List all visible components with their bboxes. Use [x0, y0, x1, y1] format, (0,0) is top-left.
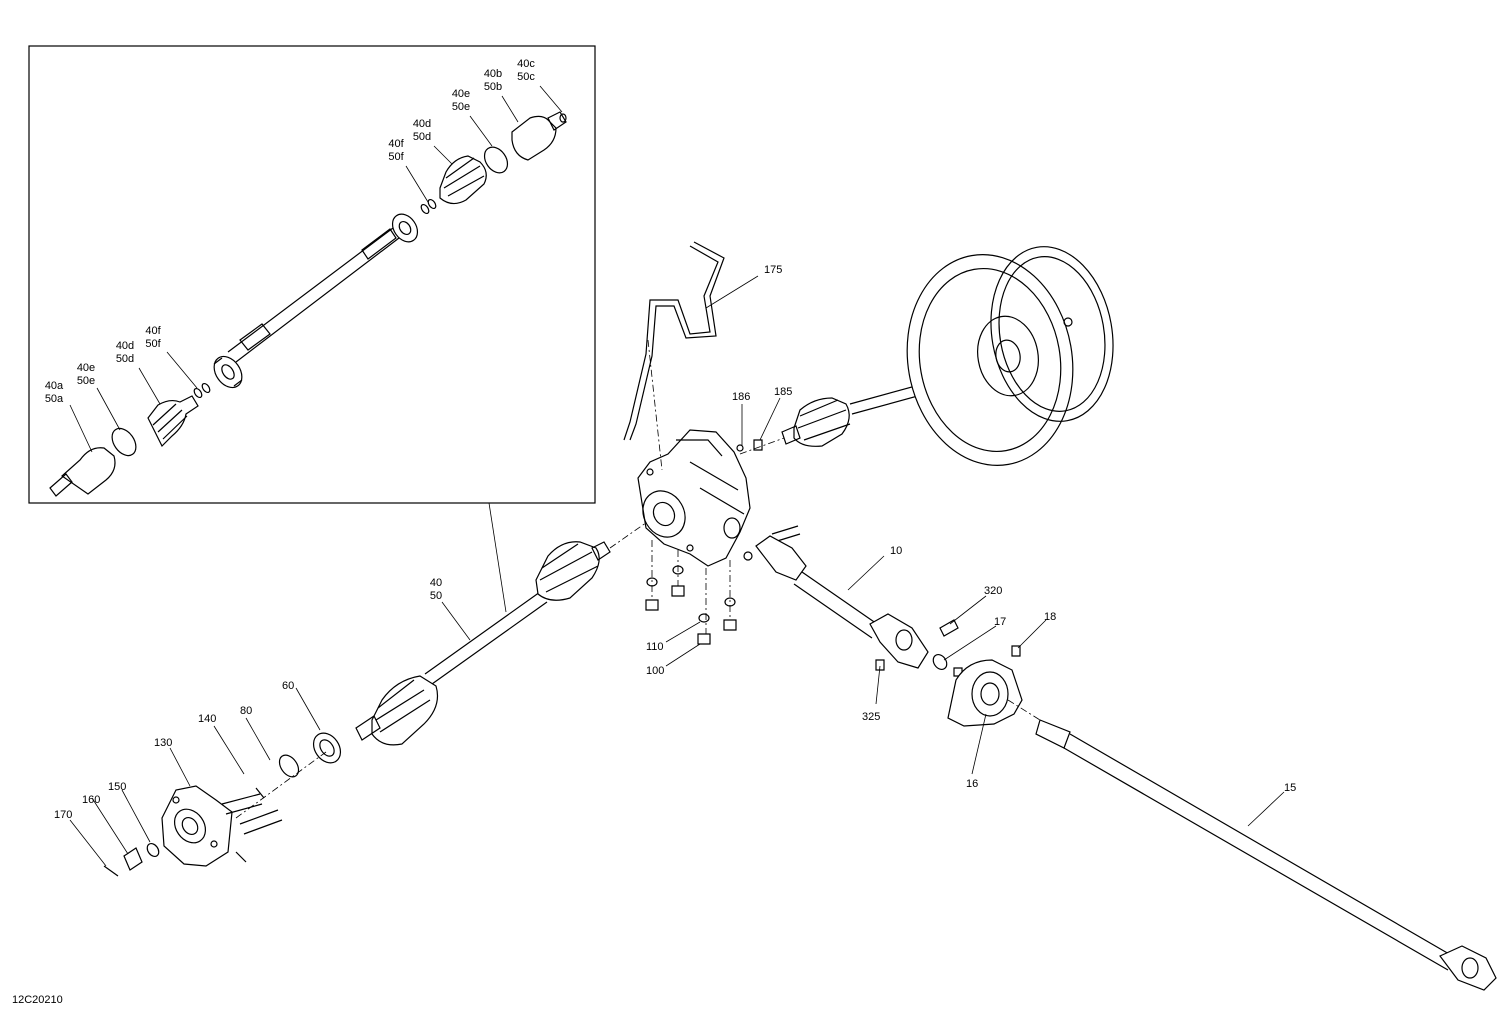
drive-shaft-left [355, 541, 611, 746]
callout-130: 130 [154, 737, 172, 749]
inset-shaft [227, 227, 400, 363]
callout-175: 175 [764, 264, 782, 276]
hub-nut-washer [103, 842, 160, 877]
callout-16: 16 [966, 778, 978, 790]
callout-160: 160 [82, 794, 100, 806]
gearbox [637, 429, 751, 567]
long-prop-shaft [1035, 719, 1497, 991]
inset-clips [193, 113, 567, 399]
small-bolts-186-185 [736, 439, 763, 452]
callout-110: 110 [646, 641, 664, 653]
figure-id: 12C20210 [12, 994, 63, 1006]
inset-tripod-joint-left [213, 355, 243, 389]
callout-10: 10 [890, 545, 902, 557]
callout-17: 17 [994, 616, 1006, 628]
callout-60: 60 [282, 680, 294, 692]
callout-186: 186 [732, 391, 750, 403]
wheel-hub [278, 732, 342, 778]
wheel-rim [906, 246, 1114, 466]
callout-15: 15 [1284, 782, 1296, 794]
inset-ring-left [111, 427, 137, 457]
inset-tripod-joint-right [391, 213, 419, 243]
inset-cv-joint-right [511, 111, 567, 161]
inset-boot-left [147, 395, 199, 448]
carrier-bearing [947, 659, 1023, 727]
inset-ring-right [483, 146, 509, 174]
callout-140: 140 [198, 713, 216, 725]
callout-320: 320 [984, 585, 1002, 597]
callout-185: 185 [774, 386, 792, 398]
callout-18: 18 [1044, 611, 1056, 623]
inset-boot-right [439, 155, 487, 205]
inset-cv-joint-left [49, 447, 116, 497]
gearbox-bolts [645, 525, 801, 645]
callout-325: 325 [862, 711, 880, 723]
callout-150: 150 [108, 781, 126, 793]
callout-170: 170 [54, 809, 72, 821]
prop-shaft [755, 535, 929, 669]
inset-detail [28, 45, 596, 613]
callout-80: 80 [240, 705, 252, 717]
breather-tube [623, 241, 725, 441]
leader-lines [69, 85, 1285, 867]
callout-100: 100 [646, 665, 664, 677]
knuckle [161, 785, 283, 867]
